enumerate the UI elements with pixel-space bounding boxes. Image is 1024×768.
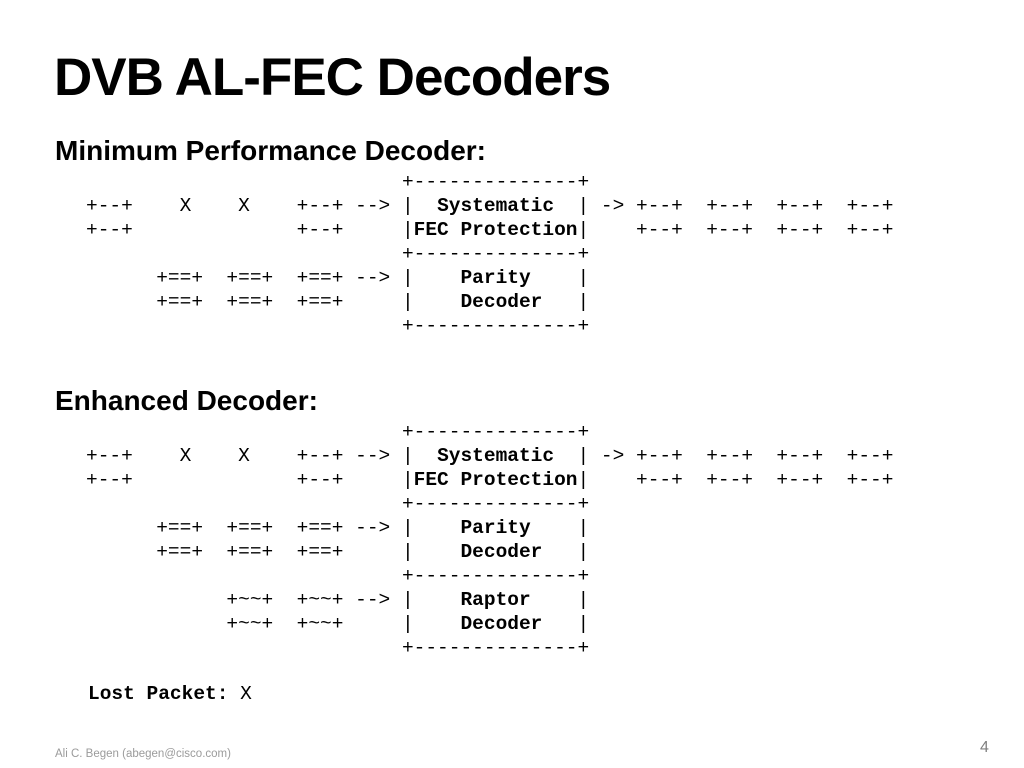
ascii-diagram-enhanced-decoder: +--------------+ +--+ X X +--+ --> | Sys… bbox=[86, 421, 894, 659]
page-number: 4 bbox=[980, 739, 989, 756]
slide-title: DVB AL-FEC Decoders bbox=[54, 48, 611, 107]
section-heading-enhanced-decoder: Enhanced Decoder: bbox=[55, 385, 318, 416]
footer-author: Ali C. Begen (abegen@cisco.com) bbox=[55, 748, 231, 760]
lost-packet-symbol: X bbox=[240, 683, 252, 705]
ascii-diagram-minimum-performance-decoder: +--------------+ +--+ X X +--+ --> | Sys… bbox=[86, 171, 894, 337]
section-heading-minimum-performance-decoder: Minimum Performance Decoder: bbox=[55, 135, 486, 166]
lost-packet-label: Lost Packet: bbox=[88, 683, 229, 705]
lost-packet-legend: Lost Packet: X bbox=[88, 682, 252, 706]
